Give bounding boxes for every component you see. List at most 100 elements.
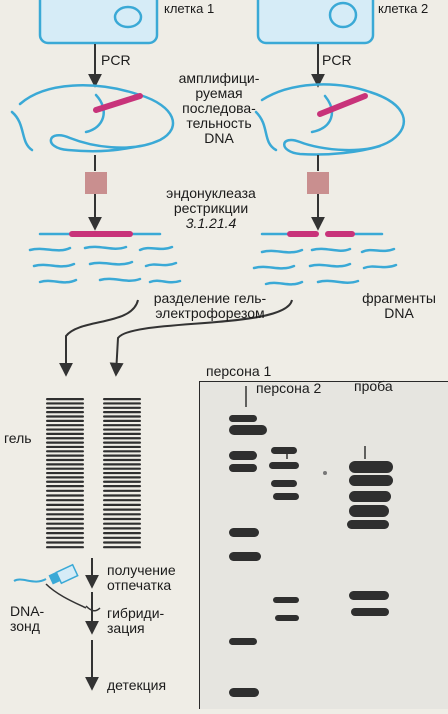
- dna-loop-right: [254, 83, 406, 156]
- gel-band: [103, 463, 141, 466]
- gel-band: [46, 480, 84, 483]
- fragments-right: [252, 232, 398, 286]
- gel-band: [103, 445, 141, 449]
- gel-band: [46, 536, 84, 539]
- result-band: [349, 475, 393, 486]
- gel-band: [103, 454, 141, 457]
- gel-band: [103, 415, 141, 418]
- cell-1-label: клетка 1: [164, 1, 215, 16]
- hybridization-label: гибриди- зация: [107, 606, 164, 636]
- result-bands: [229, 386, 393, 697]
- gel-band: [46, 419, 84, 422]
- result-band: [275, 615, 299, 621]
- gel-band: [103, 480, 141, 483]
- gel-band: [46, 445, 84, 449]
- fragments-line-2: DNA: [384, 305, 414, 321]
- gel-band: [103, 503, 141, 506]
- result-band: [349, 591, 389, 600]
- gel-band: [46, 402, 84, 405]
- gel-band: [46, 527, 84, 530]
- gel-band: [46, 415, 84, 418]
- enzyme-block-right: [307, 172, 329, 194]
- gel-band: [103, 541, 141, 544]
- dna-probe-label: DNA- зонд: [10, 604, 44, 634]
- blot-line-2: отпечатка: [107, 577, 172, 593]
- probe-line-2: зонд: [10, 618, 40, 634]
- gel-band: [46, 428, 84, 431]
- result-band: [229, 638, 257, 645]
- result-band: [229, 451, 257, 460]
- gel-lanes: [46, 398, 141, 549]
- gel-band: [46, 485, 84, 488]
- gel-band: [103, 428, 141, 431]
- gel-band: [46, 546, 84, 549]
- result-band: [351, 608, 389, 616]
- gel-band: [46, 541, 84, 544]
- electrophoresis-arrow-left: [59, 299, 139, 377]
- electrophoresis-line-1: разделение гель-: [153, 290, 267, 306]
- gel-band: [103, 398, 141, 401]
- amplified-line-2: руемая: [195, 85, 243, 101]
- gel-band: [103, 546, 141, 549]
- cell-1: [38, 0, 159, 45]
- result-band: [269, 462, 299, 469]
- gel-band: [103, 402, 141, 405]
- gel-band: [103, 450, 141, 453]
- gel-band: [103, 522, 141, 525]
- amplified-line-5: DNA: [204, 130, 234, 146]
- gel-band: [103, 432, 141, 435]
- result-band: [229, 464, 257, 472]
- result-band: [229, 552, 261, 561]
- gel-band: [103, 494, 141, 497]
- electrophoresis-label: разделение гель- электрофорезом: [139, 291, 281, 321]
- dna-fragments-label: фрагменты DNA: [355, 291, 443, 321]
- gel-label: гель: [4, 430, 32, 446]
- gel-band: [103, 411, 141, 414]
- result-band: [349, 461, 393, 473]
- result-band: [229, 415, 257, 422]
- gel-band: [46, 517, 84, 521]
- pcr-label-right: PCR: [322, 52, 352, 68]
- probe-join-curve: [85, 605, 101, 612]
- lane-label-sample: проба: [354, 378, 393, 394]
- dna-loop-left: [10, 84, 175, 153]
- gel-band: [46, 450, 84, 453]
- gel-band: [103, 437, 141, 440]
- gel-band: [46, 508, 84, 511]
- result-band: [271, 480, 297, 487]
- gel-band: [103, 508, 141, 511]
- nucleus-icon: [113, 5, 143, 29]
- fragments-line-1: фрагменты: [362, 290, 436, 306]
- gel-band: [46, 499, 84, 502]
- gel-band: [46, 532, 84, 535]
- enzyme-ec-number: 3.1.21.4: [185, 215, 237, 231]
- gel-band: [46, 441, 84, 444]
- electrophoresis-line-2: электрофорезом: [155, 305, 265, 321]
- enzyme-label: эндонуклеаза рестрикции 3.1.21.4: [148, 186, 274, 231]
- gel-band: [103, 536, 141, 539]
- gel-band: [103, 513, 141, 516]
- hybridization-result-panel: [199, 381, 448, 709]
- gel-band: [103, 499, 141, 502]
- gel-spot: [323, 471, 327, 475]
- enzyme-block-left: [85, 172, 107, 194]
- enzyme-line-2: рестрикции: [173, 200, 249, 216]
- lane-label-person-2: персона 2: [256, 380, 322, 396]
- result-band: [349, 491, 391, 502]
- gel-band: [103, 527, 141, 530]
- result-band: [229, 425, 267, 435]
- result-band: [229, 688, 259, 697]
- gel-band: [46, 424, 84, 427]
- gel-band: [46, 513, 84, 516]
- gel-band: [103, 485, 141, 488]
- gel-band: [46, 406, 84, 409]
- gel-band: [46, 489, 84, 492]
- hybridization-line-2: зация: [107, 620, 145, 636]
- gel-band: [46, 494, 84, 497]
- gel-band: [46, 476, 84, 479]
- blot-line-1: получение: [107, 562, 176, 578]
- gel-band: [103, 419, 141, 422]
- gel-band: [46, 411, 84, 414]
- nucleus-icon: [328, 1, 358, 29]
- amplified-segment-right: [317, 93, 368, 117]
